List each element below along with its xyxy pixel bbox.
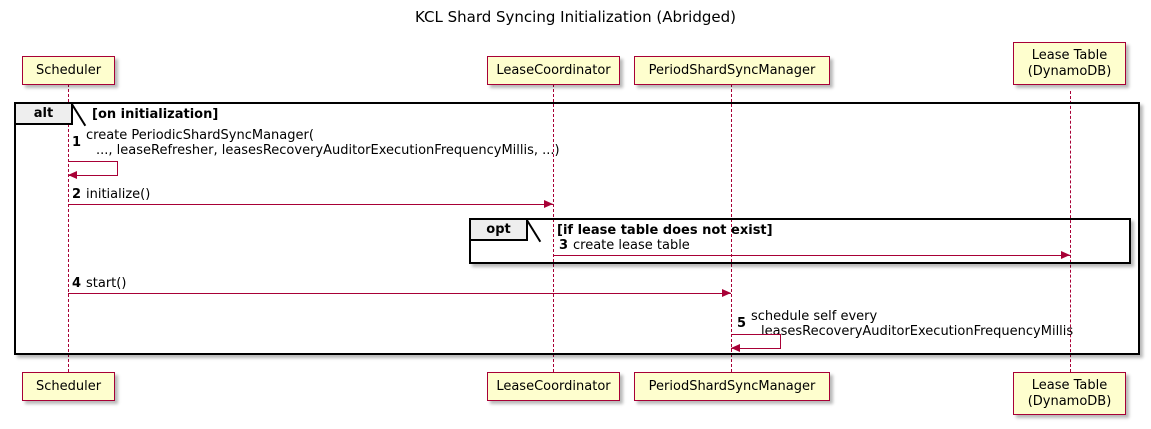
participant-label-line2: (DynamoDB) xyxy=(1027,393,1112,409)
lifeline-lease-table xyxy=(1070,91,1071,372)
lifeline-lease-coordinator xyxy=(553,84,554,372)
participant-label: PeriodShardSyncManager xyxy=(648,62,816,78)
participant-scheduler-bottom[interactable]: Scheduler xyxy=(22,372,115,401)
fragment-guard-alt: [on initialization] xyxy=(92,107,219,122)
participant-period-shard-sync-manager-top[interactable]: PeriodShardSyncManager xyxy=(634,56,830,85)
participant-lease-coordinator-top[interactable]: LeaseCoordinator xyxy=(487,56,620,85)
participant-label: Scheduler xyxy=(35,62,102,78)
message-5-arrowhead xyxy=(731,344,740,352)
participant-lease-table-top[interactable]: Lease Table (DynamoDB) xyxy=(1013,42,1126,85)
message-4-arrowhead xyxy=(722,288,731,297)
message-2-label: initialize() xyxy=(86,187,151,202)
fragment-operator-alt: alt xyxy=(16,104,73,125)
message-4-line xyxy=(68,293,731,294)
participant-label-line1: Lease Table xyxy=(1031,47,1108,63)
fragment-operator-opt: opt xyxy=(471,220,528,241)
participant-lease-table-bottom[interactable]: Lease Table (DynamoDB) xyxy=(1013,372,1126,415)
lifeline-scheduler xyxy=(68,84,69,372)
participant-label: LeaseCoordinator xyxy=(496,378,611,394)
message-3-arrowhead xyxy=(1061,250,1070,259)
participant-label: LeaseCoordinator xyxy=(496,62,611,78)
diagram-title: KCL Shard Syncing Initialization (Abridg… xyxy=(415,8,736,26)
participant-period-shard-sync-manager-bottom[interactable]: PeriodShardSyncManager xyxy=(634,372,830,401)
message-2-number: 2 xyxy=(72,187,82,202)
fragment-guard-opt: [if lease table does not exist] xyxy=(557,223,773,238)
participant-label: Scheduler xyxy=(35,378,102,394)
message-4-label: start() xyxy=(86,276,127,291)
message-1-self-loop xyxy=(68,161,118,176)
fragment-alt-on-initialization: alt xyxy=(14,102,1140,355)
message-3-number: 3 xyxy=(559,238,569,253)
message-2-line xyxy=(68,204,553,205)
message-1-number: 1 xyxy=(72,135,82,150)
message-5-self-loop xyxy=(731,334,781,349)
participant-label-line2: (DynamoDB) xyxy=(1027,63,1112,79)
message-3-label: create lease table xyxy=(573,238,690,253)
message-1-arrowhead xyxy=(68,171,77,179)
message-5-label-line1: schedule self every xyxy=(751,309,878,324)
participant-label-line1: Lease Table xyxy=(1031,377,1108,393)
message-1-label-line1: create PeriodicShardSyncManager( xyxy=(86,128,314,143)
fragment-opt-lease-table-missing: opt xyxy=(469,218,1131,264)
lifeline-period-shard-sync-manager xyxy=(731,84,732,372)
participant-scheduler-top[interactable]: Scheduler xyxy=(22,56,115,85)
message-5-number: 5 xyxy=(737,316,747,331)
message-5-label-line2: leasesRecoveryAuditorExecutionFrequencyM… xyxy=(761,324,1074,339)
message-2-arrowhead xyxy=(544,199,553,208)
participant-lease-coordinator-bottom[interactable]: LeaseCoordinator xyxy=(487,372,620,401)
message-4-number: 4 xyxy=(72,276,82,291)
message-3-line xyxy=(553,255,1070,256)
participant-label: PeriodShardSyncManager xyxy=(648,378,816,394)
message-1-label-line2: ..., leaseRefresher, leasesRecoveryAudit… xyxy=(96,143,560,158)
